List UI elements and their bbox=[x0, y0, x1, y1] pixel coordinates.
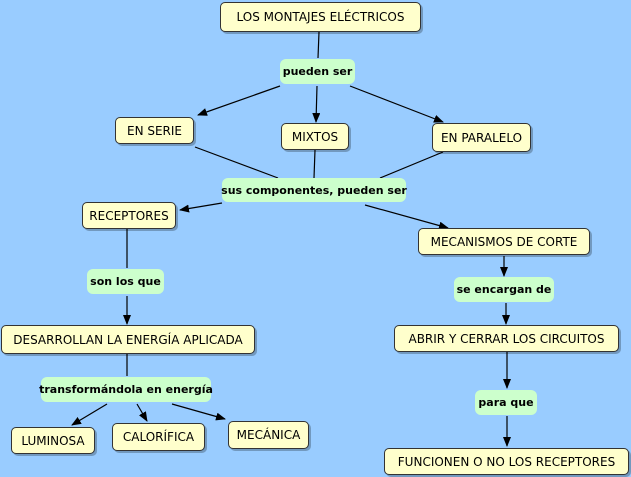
link-componentes-mecanismos bbox=[364, 204, 449, 230]
link-pueden-serie bbox=[197, 85, 281, 116]
link-serie-componentes bbox=[194, 146, 279, 179]
link-transf-luminosa bbox=[71, 403, 108, 426]
concept-calorifica[interactable]: CALORÍFICA bbox=[112, 423, 205, 451]
phrase-pueden-ser[interactable]: pueden ser bbox=[280, 59, 355, 84]
link-pueden-mixtos bbox=[312, 85, 321, 123]
phrase-son-los-que[interactable]: son los que bbox=[87, 269, 164, 294]
link-transf-mecanica bbox=[171, 403, 226, 421]
link-pueden-paralelo bbox=[349, 85, 444, 123]
concept-desarrollan-energia[interactable]: DESARROLLAN LA ENERGÍA APLICADA bbox=[1, 325, 255, 354]
link-mixtos-componentes bbox=[313, 149, 316, 179]
concept-mecanismos-de-corte[interactable]: MECANISMOS DE CORTE bbox=[418, 228, 590, 255]
concept-luminosa[interactable]: LUMINOSA bbox=[11, 427, 95, 454]
concept-abrir-cerrar-circuitos[interactable]: ABRIR Y CERRAR LOS CIRCUITOS bbox=[394, 325, 619, 352]
phrase-sus-componentes[interactable]: sus componentes, pueden ser bbox=[221, 178, 407, 202]
phrase-transformandola[interactable]: transformándola en energía bbox=[39, 377, 213, 402]
concept-mixtos[interactable]: MIXTOS bbox=[281, 123, 349, 150]
link-montajes-pueden bbox=[317, 31, 320, 59]
link-paralelo-componentes bbox=[379, 151, 444, 179]
phrase-se-encargan-de[interactable]: se encargan de bbox=[454, 277, 554, 302]
concept-en-serie[interactable]: EN SERIE bbox=[115, 117, 194, 144]
concept-montajes-electricos[interactable]: LOS MONTAJES ELÉCTRICOS bbox=[220, 2, 421, 32]
concept-en-paralelo[interactable]: EN PARALELO bbox=[432, 123, 531, 152]
concept-funcionen-receptores[interactable]: FUNCIONEN O NO LOS RECEPTORES bbox=[384, 448, 629, 475]
phrase-para-que[interactable]: para que bbox=[475, 390, 537, 415]
concept-receptores[interactable]: RECEPTORES bbox=[82, 202, 176, 229]
link-transf-calorifica bbox=[136, 403, 148, 422]
link-componentes-receptores bbox=[179, 202, 223, 213]
concept-mecanica[interactable]: MECÁNICA bbox=[228, 421, 309, 449]
